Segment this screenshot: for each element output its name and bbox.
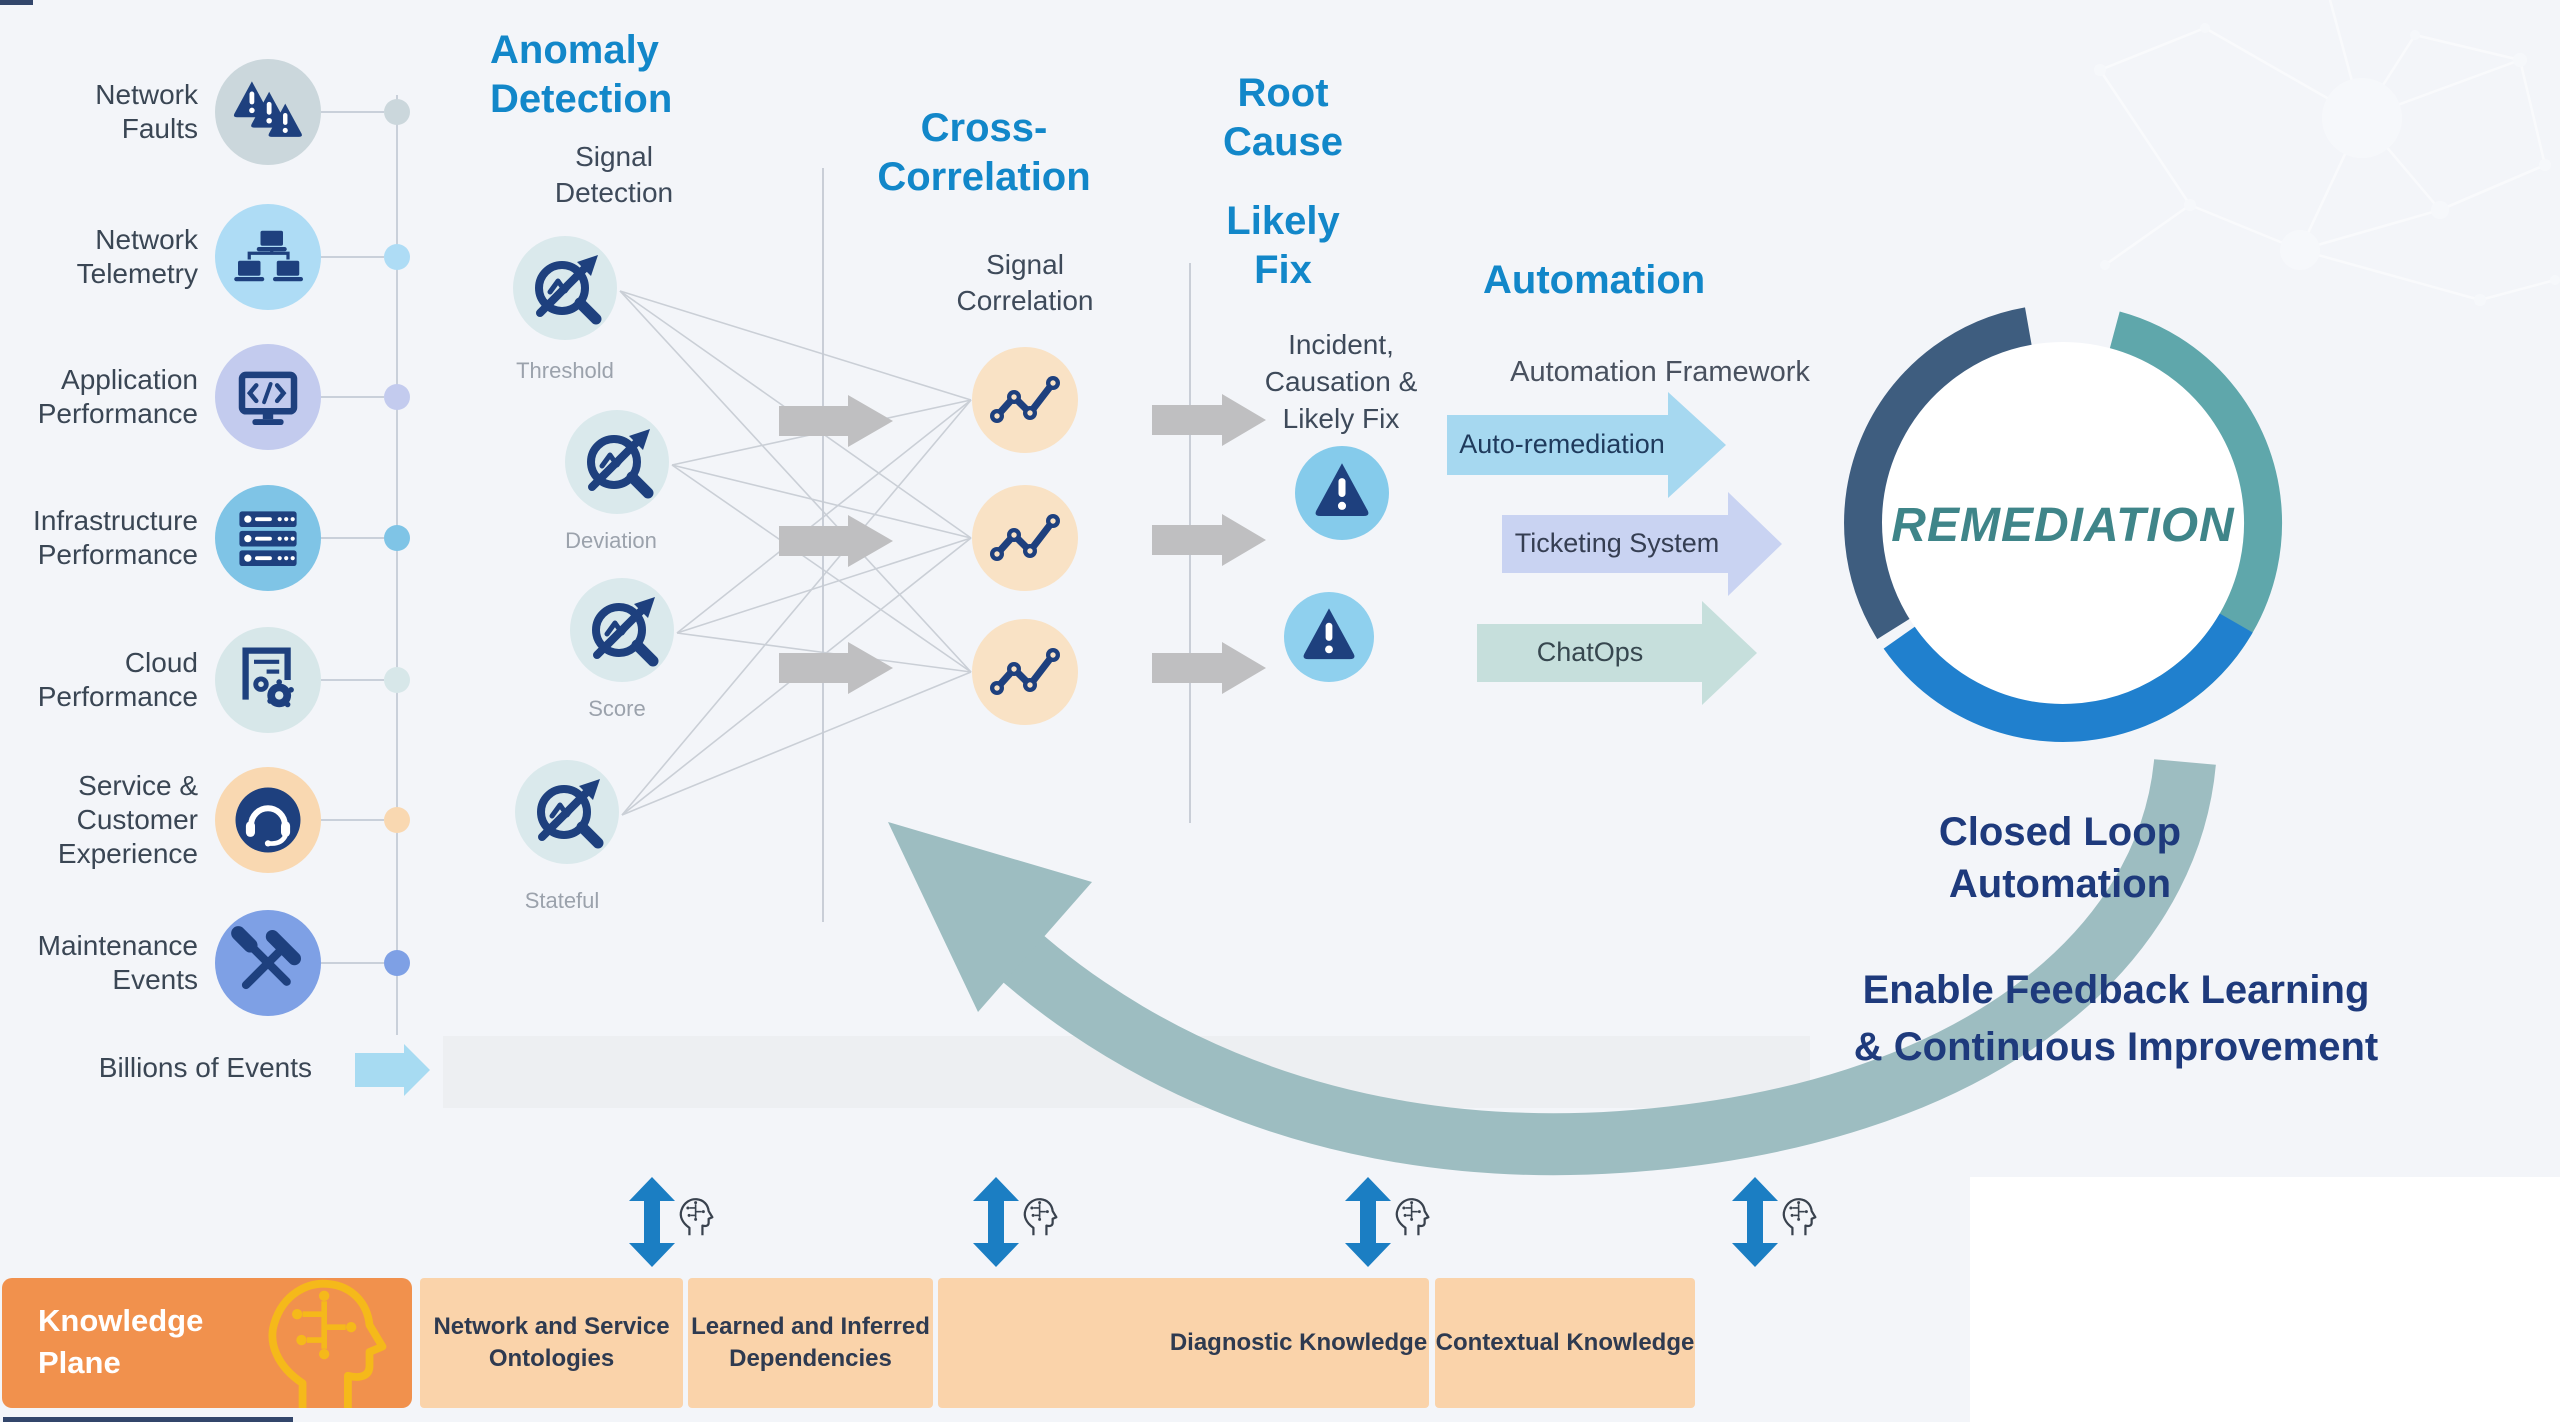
- cross-correlation-header: Cross-Correlation: [877, 106, 1091, 199]
- maintenance-events-icon: [215, 910, 321, 1016]
- stateful-label: Stateful: [524, 888, 600, 913]
- ticketing-system-arrow: [1502, 492, 1782, 596]
- automation-channel-arrows: [1447, 392, 1782, 705]
- timeline-dot: [384, 244, 410, 270]
- chatops-arrow: [1477, 601, 1757, 705]
- timeline-dot: [384, 807, 410, 833]
- flow-arrow: [1152, 642, 1266, 694]
- cloud-performance-icon: [215, 627, 321, 733]
- top-edge-mark: [0, 0, 33, 5]
- ai-head-icon: [1023, 1198, 1058, 1237]
- application-performance-icon: [215, 344, 321, 450]
- timeline-dot: [384, 99, 410, 125]
- source-timeline: [321, 95, 410, 1035]
- knowledge-exchange: [629, 1177, 1817, 1267]
- ticketing-system-label: Ticketing System: [1514, 528, 1720, 558]
- threshold-label: Threshold: [516, 358, 614, 383]
- infrastructure-performance-icon: [215, 485, 321, 591]
- chatops-label: ChatOps: [1536, 637, 1644, 667]
- incident-causation-subtitle: Incident,Causation &Likely Fix: [1264, 329, 1418, 434]
- feedback-learning-text: Enable Feedback Learning& Continuous Imp…: [1853, 968, 2379, 1069]
- knowledge-double-arrow: [1345, 1177, 1391, 1267]
- flow-arrow: [779, 642, 893, 694]
- remediation-cycle: [1844, 307, 2282, 742]
- service-customer-experience-icon: [215, 767, 321, 873]
- signal-correlation-icon: [972, 619, 1078, 725]
- billions-of-events-label: Billions of Events: [98, 1052, 312, 1083]
- network-faults-icon: [215, 59, 321, 165]
- incident-warning-icon: [1284, 592, 1374, 682]
- signal-correlation-icon: [972, 485, 1078, 591]
- flow-arrows: [779, 394, 1266, 694]
- bottom-edge-mark: [3, 1417, 293, 1422]
- knowledge-double-arrow: [973, 1177, 1019, 1267]
- incident-warning-icon: [1295, 446, 1389, 540]
- score-label: Score: [588, 696, 646, 721]
- auto-remediation-arrow: [1447, 392, 1726, 498]
- timeline-dot: [384, 525, 410, 551]
- threshold-detector-icon: [513, 236, 617, 340]
- timeline-dot: [384, 950, 410, 976]
- ai-head-icon: [1395, 1198, 1430, 1237]
- automation-framework-label: Automation Framework: [1510, 356, 1810, 388]
- knowledge-plane-head-icon: [268, 1279, 387, 1408]
- signal-correlation-icon: [972, 347, 1078, 453]
- bottom-right-white-area: [1970, 1177, 2560, 1422]
- flow-arrow: [779, 515, 893, 567]
- flow-arrow: [1152, 514, 1266, 566]
- knowledge-box-contextual: Contextual Knowledge: [1435, 1278, 1695, 1408]
- remediation-arc-blue: [1883, 613, 2253, 742]
- knowledge-box-diagnostic: Diagnostic Knowledge: [938, 1278, 1429, 1408]
- remediation-arc-dark: [1844, 307, 2032, 640]
- timeline-dot: [384, 384, 410, 410]
- knowledge-double-arrow: [629, 1177, 675, 1267]
- auto-remediation-label: Auto-remediation: [1459, 429, 1665, 459]
- stateful-detector-icon: [515, 760, 619, 864]
- network-telemetry-icon: [215, 204, 321, 310]
- feedback-loop-arrow: [888, 758, 2216, 1176]
- deviation-label: Deviation: [565, 528, 657, 553]
- feedback-arrowhead: [888, 822, 1092, 1012]
- knowledge-double-arrow: [1732, 1177, 1778, 1267]
- timeline-dot: [384, 667, 410, 693]
- deviation-detector-icon: [565, 410, 669, 514]
- constellation-decoration: [2094, 0, 2560, 306]
- flow-arrow: [779, 395, 893, 447]
- billions-events-arrow: [355, 1044, 430, 1096]
- ai-head-icon: [1782, 1198, 1817, 1237]
- automation-header: Automation: [1483, 258, 1706, 302]
- ai-head-icon: [679, 1198, 714, 1237]
- score-detector-icon: [570, 578, 674, 682]
- flow-arrow: [1152, 394, 1266, 446]
- remediation-label: REMEDIATION: [1891, 499, 2235, 552]
